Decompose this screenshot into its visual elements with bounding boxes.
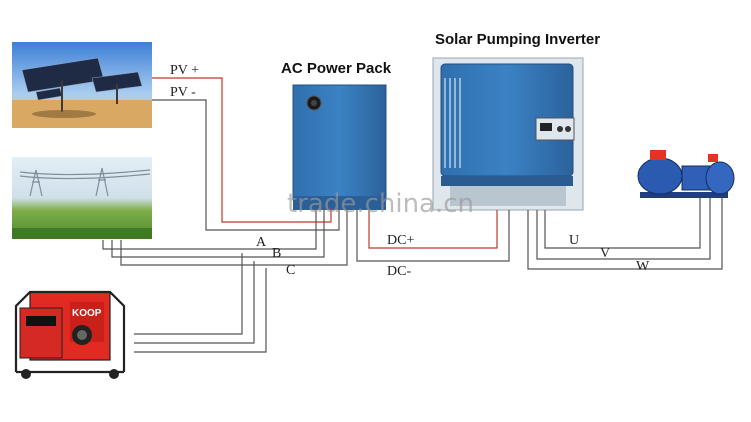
dc-minus-wire (356, 210, 510, 262)
generator-line-2 (134, 261, 255, 344)
v-label: V (600, 246, 610, 261)
phase-b-label: B (272, 246, 281, 261)
watermark: trade.china.cn (287, 189, 474, 219)
pv-plus-label: PV + (170, 63, 199, 78)
diesel-generator-image: KOOP (14, 290, 126, 379)
pv-plus-wire (152, 77, 332, 223)
dc-minus-label: DC- (387, 264, 411, 279)
solar-pumping-inverter (432, 57, 584, 211)
grid-line-c (120, 208, 348, 266)
dc-plus-label: DC+ (387, 233, 414, 248)
power-grid-image (12, 157, 152, 239)
pv-minus-label: PV - (170, 85, 196, 100)
solar-array-image (12, 42, 152, 128)
solar-pumping-inverter-label: Solar Pumping Inverter (435, 31, 600, 48)
ac-power-pack-label: AC Power Pack (281, 60, 392, 77)
pv-minus-wire (152, 99, 340, 231)
generator-line-3 (134, 268, 267, 353)
w-label: W (636, 259, 650, 274)
ac-power-pack (292, 84, 387, 210)
motor-line-w (527, 198, 723, 270)
generator-brand: KOOP (72, 308, 102, 319)
generator-line-1 (134, 253, 243, 335)
motor-line-v (536, 198, 711, 260)
phase-a-label: A (256, 235, 267, 250)
u-label: U (569, 233, 579, 248)
dc-plus-wire (368, 210, 498, 249)
motor-line-u (544, 198, 701, 249)
phase-c-label: C (286, 263, 295, 278)
water-pump-image (637, 150, 735, 198)
grid-line-b (111, 208, 325, 258)
grid-line-a (102, 208, 317, 250)
